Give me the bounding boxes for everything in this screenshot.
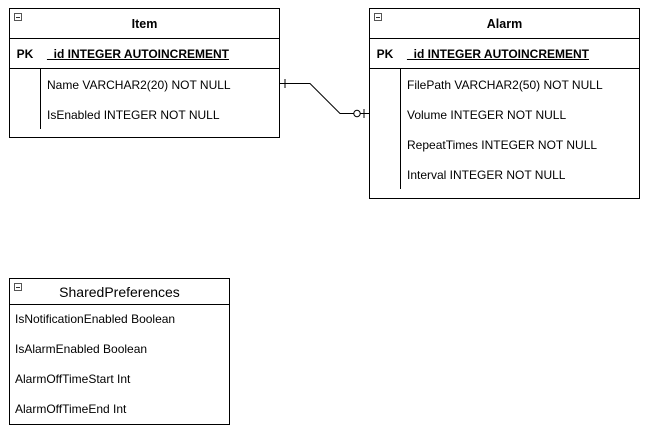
- alarm-field-volume: Volume INTEGER NOT NULL: [407, 108, 567, 122]
- item-field-name: Name VARCHAR2(20) NOT NULL: [47, 78, 231, 92]
- sharedpreferences-table-title: SharedPreferences: [59, 283, 180, 300]
- item-pk-label: PK: [16, 47, 34, 61]
- item-pk-row: PK _id INTEGER AUTOINCREMENT: [10, 39, 279, 69]
- alarm-table-header: Alarm: [370, 9, 639, 39]
- sharedpreferences-table[interactable]: SharedPreferences IsNotificationEnabled …: [9, 278, 230, 425]
- alarm-pk-row: PK _id INTEGER AUTOINCREMENT: [370, 39, 639, 69]
- alarm-pk-label: PK: [376, 47, 394, 61]
- item-pk-divider: [40, 69, 41, 129]
- collapse-icon[interactable]: [374, 13, 382, 21]
- item-table-title: Item: [131, 16, 158, 31]
- item-field-isenabled: IsEnabled INTEGER NOT NULL: [47, 108, 220, 122]
- item-table-header: Item: [10, 9, 279, 39]
- zero-or-one-circle: [353, 109, 361, 118]
- collapse-icon[interactable]: [14, 283, 22, 291]
- alarm-pk-field: _id INTEGER AUTOINCREMENT: [407, 47, 590, 61]
- sp-field-isalarmenabled: IsAlarmEnabled Boolean: [15, 342, 148, 356]
- sp-field-isnotificationenabled: IsNotificationEnabled Boolean: [15, 312, 176, 326]
- alarm-table[interactable]: Alarm PK _id INTEGER AUTOINCREMENT FileP…: [369, 8, 640, 199]
- collapse-icon[interactable]: [14, 13, 22, 21]
- relationship-line: [280, 83, 369, 114]
- sharedpreferences-table-header: SharedPreferences: [10, 279, 229, 305]
- sp-field-alarmofftimestart: AlarmOffTimeStart Int: [15, 372, 131, 386]
- alarm-field-interval: Interval INTEGER NOT NULL: [407, 168, 566, 182]
- alarm-field-filepath: FilePath VARCHAR2(50) NOT NULL: [407, 78, 603, 92]
- alarm-table-title: Alarm: [486, 16, 523, 31]
- sp-field-alarmofftimeend: AlarmOffTimeEnd Int: [15, 402, 127, 416]
- alarm-field-repeattimes: RepeatTimes INTEGER NOT NULL: [407, 138, 598, 152]
- item-table[interactable]: Item PK _id INTEGER AUTOINCREMENT Name V…: [9, 8, 280, 138]
- alarm-pk-divider: [400, 69, 401, 189]
- item-pk-field: _id INTEGER AUTOINCREMENT: [47, 47, 230, 61]
